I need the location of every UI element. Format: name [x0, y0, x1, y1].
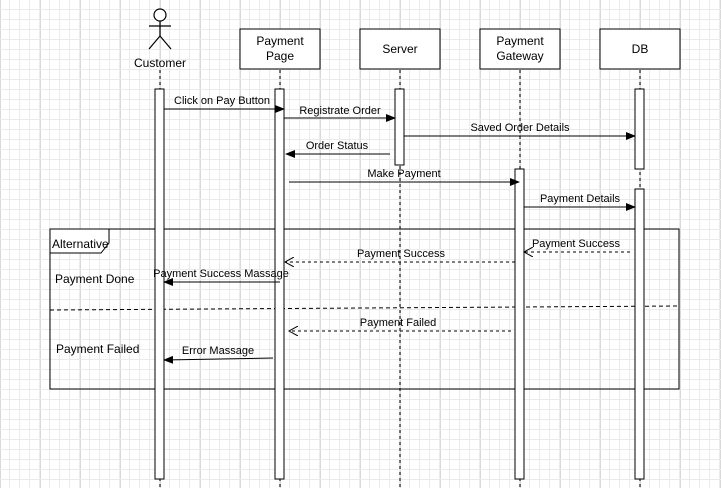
msg-saved-order-details-label: Saved Order Details [470, 122, 570, 134]
msg-payment-details-label: Payment Details [540, 193, 621, 205]
message-labels: Click on Pay Button Registrate Order Sav… [153, 95, 620, 357]
msg-payment-success-massage-label: Payment Success Massage [153, 268, 289, 280]
db-activation-1 [634, 88, 645, 170]
msg-make-payment-label: Make Payment [367, 168, 440, 180]
server-activation [394, 88, 405, 166]
alt-fragment-frame [49, 228, 680, 390]
customer-actor[interactable] [148, 8, 172, 50]
guard-payment-failed: Payment Failed [56, 342, 139, 356]
alt-divider [49, 305, 680, 311]
msg-order-status-label: Order Status [306, 140, 369, 152]
db-label: DB [632, 42, 649, 56]
msg-payment-success-db-label: Payment Success [532, 238, 621, 250]
msg-registrate-order-label: Registrate Order [299, 105, 381, 117]
customer-activation [154, 88, 165, 480]
actor-head [153, 8, 167, 22]
db-participant[interactable]: DB [599, 28, 681, 70]
payment-page-activation [274, 88, 285, 480]
customer-label: Customer [134, 56, 186, 70]
guard-payment-done: Payment Done [55, 272, 135, 286]
alt-operator-label: Alternative [52, 237, 109, 251]
alt-fragment-tab [49, 228, 110, 254]
msg-payment-failed-label: Payment Failed [360, 317, 436, 329]
msg-click-pay-label: Click on Pay Button [174, 95, 270, 107]
payment-gateway-activation [514, 168, 525, 480]
msg-error-massage-arrow[interactable] [163, 355, 274, 364]
messages [163, 105, 636, 364]
server-participant[interactable]: Server [359, 28, 441, 70]
server-label: Server [382, 42, 417, 56]
activations [154, 88, 645, 480]
db-activation-2 [634, 188, 645, 480]
actor-leg-left [148, 35, 161, 50]
msg-payment-success-gw-label: Payment Success [357, 248, 446, 260]
alt-fragment[interactable]: Alternative Payment Done Payment Failed [49, 228, 680, 390]
actor-leg-right [159, 35, 172, 50]
msg-error-massage-label: Error Massage [182, 345, 254, 357]
